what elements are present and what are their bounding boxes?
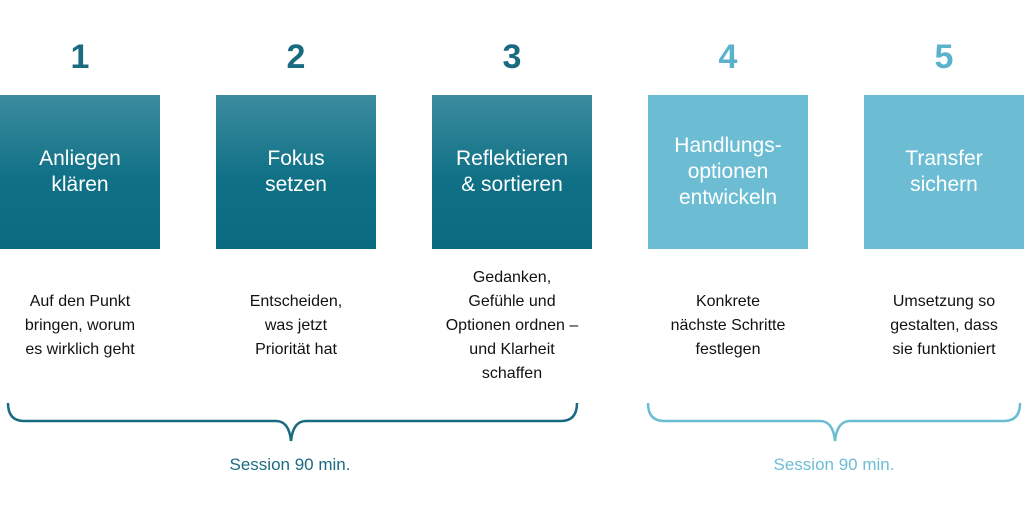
session-2-brace: [646, 402, 1022, 442]
step-1-box: Anliegen klären: [0, 95, 160, 249]
step-5-number: 5: [934, 38, 954, 76]
step-1-number: 1: [70, 38, 90, 76]
step-5-box: Transfer sichern: [864, 95, 1024, 249]
step-3-box: Reflektieren & sortieren: [432, 95, 592, 249]
session-braces: [6, 402, 1022, 442]
step-2-title: Fokus setzen: [265, 147, 327, 196]
step-2-number: 2: [286, 38, 306, 76]
step-4-description: Konkrete nächste Schritte festlegen: [670, 293, 786, 358]
session-1-label: Session 90 min.: [229, 455, 351, 474]
step-4-number: 4: [718, 38, 738, 76]
step-3-number: 3: [502, 38, 522, 76]
session-2-label: Session 90 min.: [773, 455, 895, 474]
step-2-description: Entscheiden, was jetzt Priorität hat: [249, 293, 343, 358]
step-3-description: Gedanken, Gefühle und Optionen ordnen – …: [445, 269, 579, 382]
step-4-box: Handlungs- optionen entwickeln: [648, 95, 808, 249]
step-1-title: Anliegen klären: [39, 147, 121, 196]
step-3-title: Reflektieren & sortieren: [455, 147, 569, 196]
step-5-description: Umsetzung so gestalten, dass sie funktio…: [890, 293, 998, 358]
step-5-title: Transfer sichern: [905, 147, 983, 196]
step-1-description: Auf den Punkt bringen, worum es wirklich…: [24, 293, 136, 358]
step-2-box: Fokus setzen: [216, 95, 376, 249]
session-1-brace: [6, 402, 579, 442]
step-4-title: Handlungs- optionen entwickeln: [674, 134, 782, 209]
